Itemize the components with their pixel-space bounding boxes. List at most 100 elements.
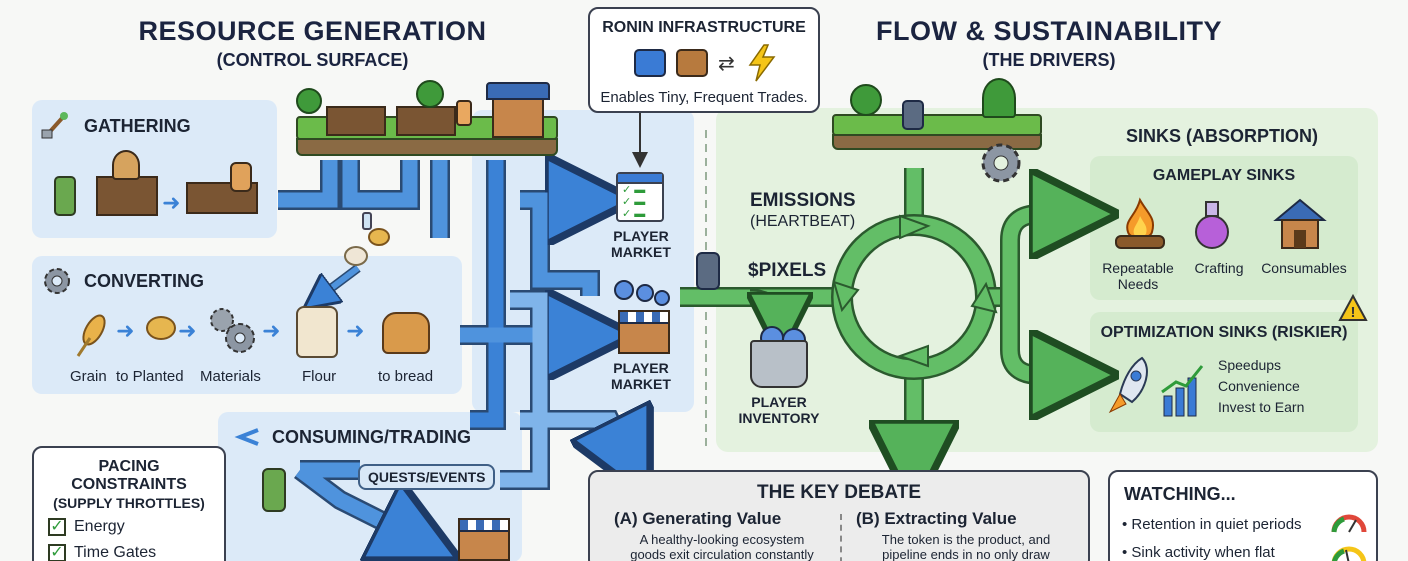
tree <box>982 78 1016 118</box>
bread-icon <box>382 312 430 354</box>
gatherer-person <box>54 176 76 216</box>
watching-item-retention: • Retention in quiet periods <box>1122 516 1302 533</box>
gathering-label: GATHERING <box>84 116 191 136</box>
converting-label: CONVERTING <box>84 271 205 291</box>
bottle-icon <box>362 212 372 230</box>
woodcutter-person <box>902 100 924 130</box>
checklist-icon: ✓ ▬✓ ▬✓ ▬ <box>616 172 664 222</box>
rocket-icon <box>1106 354 1156 418</box>
flour-ball-icon <box>344 246 368 266</box>
pacing-constraints-box: PACING CONSTRAINTS (SUPPLY THROTTLES) ✓ … <box>32 446 226 561</box>
resource-generation-title: RESOURCE GENERATION <box>138 16 487 46</box>
svg-text:!: ! <box>1351 304 1356 321</box>
flow-sustainability-title: FLOW & SUSTAINABILITY <box>876 16 1222 46</box>
gears-icon <box>204 302 260 358</box>
step-materials: Materials <box>200 368 261 385</box>
arrow-right-icon: ➜ <box>162 190 181 215</box>
player-market-label-1: PLAYER MARKET <box>611 228 671 260</box>
farmer <box>456 100 472 126</box>
optimization-item-convenience: Convenience <box>1218 378 1300 394</box>
growth-chart-icon <box>1160 362 1206 418</box>
ronin-infrastructure-box: RONIN INFRASTRUCTURE ⇄ Enables Tiny, Fre… <box>588 7 820 113</box>
gear-icon <box>40 264 74 298</box>
tree <box>296 88 322 114</box>
watching-title: WATCHING... <box>1124 484 1236 504</box>
checkbox-icon: ✓ <box>48 518 66 536</box>
fire-icon <box>1112 196 1168 252</box>
checkbox-icon: ✓ <box>48 544 66 561</box>
arrow-right-icon: ➜ <box>178 318 197 343</box>
consumer-person <box>262 468 286 512</box>
trader-person <box>696 252 720 290</box>
resource-generation-subtitle: (CONTROL SURFACE) <box>216 50 409 70</box>
coin-icon <box>614 280 634 300</box>
gameplay-item-crafting: Crafting <box>1194 260 1244 276</box>
tree <box>850 84 882 116</box>
barn <box>492 94 544 138</box>
optimization-sinks-title-row: OPTIMIZATION SINKS (RISKIER) <box>1090 324 1358 342</box>
debate-divider <box>840 514 842 561</box>
ronin-caption: Enables Tiny, Frequent Trades. <box>600 89 808 106</box>
watching-item-sink-activity: • Sink activity when flat <box>1122 544 1275 561</box>
key-debate-box: THE KEY DEBATE (A) Generating Value A he… <box>588 470 1090 561</box>
house-icon <box>1272 196 1328 252</box>
gauge-icon <box>1331 544 1367 561</box>
step-to-bread: to bread <box>378 368 434 385</box>
debate-b-text: The token is the product, and pipeline e… <box>881 532 1051 561</box>
shop-icon <box>458 518 510 561</box>
crop-plot <box>396 106 456 136</box>
wallet-icon <box>676 49 708 77</box>
island-soil <box>296 138 558 156</box>
pacing-title: PACING CONSTRAINTS <box>71 458 187 493</box>
crop-plot <box>326 106 386 136</box>
key-debate-title: THE KEY DEBATE <box>757 482 921 503</box>
flour-sack-icon <box>296 306 338 358</box>
tree <box>416 80 444 108</box>
coin-icon <box>636 284 654 302</box>
step-to-planted: to Planted <box>116 368 184 385</box>
bucket-icon <box>750 340 808 388</box>
shovel-icon <box>40 110 70 140</box>
debate-b-title: (B) Extracting Value <box>856 509 1017 528</box>
potion-icon <box>1192 200 1232 252</box>
optimization-item-invest-to-earn: Invest to Earn <box>1218 399 1305 415</box>
heartbeat-label: (HEARTBEAT) <box>750 213 856 230</box>
pacing-item-energy: Energy <box>74 518 125 535</box>
debate-a-text: A healthy-looking ecosystem goods exit c… <box>630 532 814 561</box>
debate-a-title: (A) Generating Value <box>614 509 782 528</box>
harvester-person <box>230 162 252 192</box>
pacing-item-time-gates: Time Gates <box>74 544 157 561</box>
shop-icon <box>618 310 670 354</box>
gameplay-item-consumables: Consumables <box>1261 260 1347 276</box>
arrow-right-icon: ➜ <box>116 318 135 343</box>
gameplay-item-repeatable-needs: Repeatable Needs <box>1102 260 1174 292</box>
player-inventory-label: PLAYER INVENTORY <box>738 394 820 426</box>
pacing-subtitle: (SUPPLY THROTTLES) <box>53 495 205 511</box>
farm-island <box>296 80 558 162</box>
emissions-label: EMISSIONS <box>750 190 856 211</box>
wallet-icon <box>634 49 666 77</box>
crop-field <box>96 176 158 216</box>
flow-sustainability-subtitle: (THE DRIVERS) <box>982 50 1116 70</box>
barn-roof <box>486 82 550 100</box>
seeds-icon <box>146 316 176 340</box>
sinks-title: SINKS (ABSORPTION) <box>1125 126 1318 146</box>
step-grain: Grain <box>70 368 107 385</box>
grain-ball-icon <box>368 228 390 246</box>
arrow-right-icon: ➜ <box>262 318 281 343</box>
gear-icon <box>978 140 1024 186</box>
watching-box: WATCHING... • Retention in quiet periods… <box>1108 470 1378 561</box>
pixels-token-label: $PIXELS <box>748 260 827 281</box>
island-soil <box>832 134 1042 150</box>
timegates-checkbox-row: ✓ Time Gates <box>48 544 156 561</box>
gameplay-sinks-title: GAMEPLAY SINKS <box>1152 167 1296 184</box>
energy-checkbox-row: ✓ Energy <box>48 518 125 536</box>
grain-icon <box>72 312 112 358</box>
optimization-risk-tag: (RISKIER) <box>1271 324 1348 341</box>
consuming-trading-label: CONSUMING/TRADING <box>272 427 471 447</box>
exchange-icon: ⇄ <box>718 53 735 75</box>
sink-island <box>832 78 1042 183</box>
optimization-sinks-title: OPTIMIZATION SINKS <box>1100 324 1268 341</box>
gauge-icon <box>1331 512 1367 534</box>
